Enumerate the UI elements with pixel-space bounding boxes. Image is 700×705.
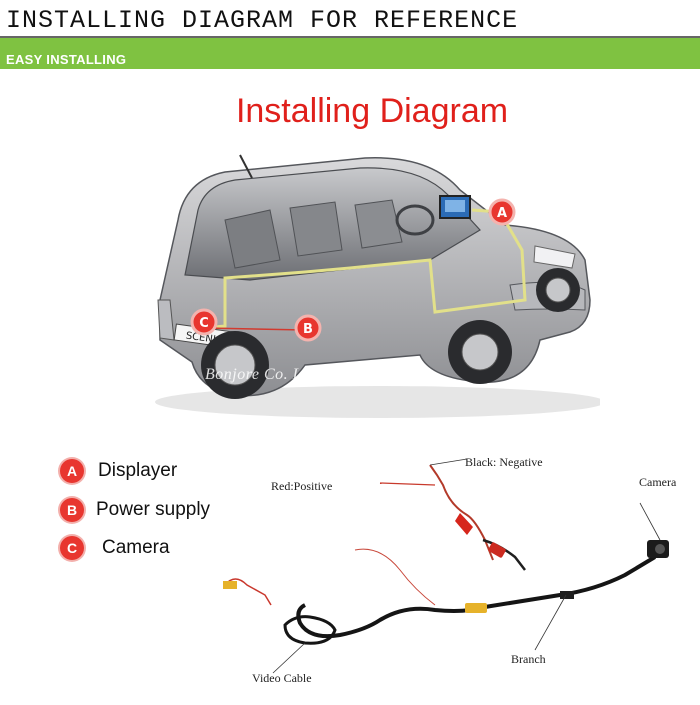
label-black-negative: Black: Negative <box>465 455 543 469</box>
legend-label-power-supply: Power supply <box>96 499 211 520</box>
pointer-black-negative <box>429 458 468 466</box>
marker-b-label: B <box>303 322 313 337</box>
pointer-video-cable <box>272 642 306 674</box>
legend-item-displayer: A Displayer <box>60 457 177 485</box>
legend-item-power-supply: B Power supply <box>60 496 210 524</box>
legend-label-displayer: Displayer <box>98 460 178 481</box>
label-video-cable: Video Cable <box>252 671 312 685</box>
black-wire <box>482 538 526 571</box>
red-long-lead <box>354 548 436 606</box>
front-seat <box>354 199 403 249</box>
red-black-lead <box>429 464 494 561</box>
marker-c: C <box>190 308 218 336</box>
page-header-title: INSTALLING DIAGRAM FOR REFERENCE <box>6 6 519 35</box>
rca-connector-left <box>223 581 237 589</box>
section-bar: EASY INSTALLING <box>0 38 700 69</box>
legend-badge-a: A <box>60 459 84 483</box>
video-cable <box>296 555 657 639</box>
wire-route <box>204 208 527 330</box>
wiring-svg <box>223 458 669 674</box>
car-svg: SCENIC A B C <box>155 154 605 418</box>
car-antenna <box>239 154 253 179</box>
legend-badge-b: B <box>60 498 84 522</box>
rear-rim <box>214 344 256 386</box>
label-branch: Branch <box>511 652 546 666</box>
header-divider <box>0 36 700 38</box>
front-rim-near <box>461 333 499 371</box>
steering-wheel <box>395 204 435 236</box>
section-label: EASY INSTALLING <box>6 52 127 67</box>
middle-seat <box>289 201 343 257</box>
legend-badge-c: C <box>60 536 84 560</box>
headlight <box>533 245 576 269</box>
front-rim-far <box>545 277 571 303</box>
marker-c-label: C <box>199 316 209 331</box>
car-illustration: SCENIC A B C <box>130 150 605 430</box>
marker-a: A <box>488 198 516 226</box>
power-wire <box>204 327 306 331</box>
pointer-camera <box>639 502 661 541</box>
fuse-holder <box>455 513 473 535</box>
label-camera: Camera <box>639 475 677 489</box>
marker-a-label: A <box>497 206 507 221</box>
red-lead <box>379 482 436 486</box>
rca-connector-main <box>465 603 487 613</box>
legend-item-camera: C Camera <box>60 534 170 562</box>
camera-lens <box>655 544 665 554</box>
car-shadow <box>155 386 605 418</box>
watermark: Bonjore Co. Ltd <box>205 366 316 383</box>
label-red-positive: Red:Positive <box>271 479 333 493</box>
monitor-display <box>445 200 465 212</box>
legend-label-camera: Camera <box>102 537 170 558</box>
cable-coil <box>283 615 337 645</box>
rear-seat <box>224 209 281 269</box>
pointer-branch <box>534 594 567 651</box>
branch-junction <box>560 591 574 599</box>
marker-b: B <box>294 314 322 342</box>
wiring-diagram: Red:Positive Black: Negative Camera Vide… <box>215 445 700 700</box>
diagram-title: Installing Diagram <box>235 92 509 130</box>
red-connector <box>488 542 506 558</box>
